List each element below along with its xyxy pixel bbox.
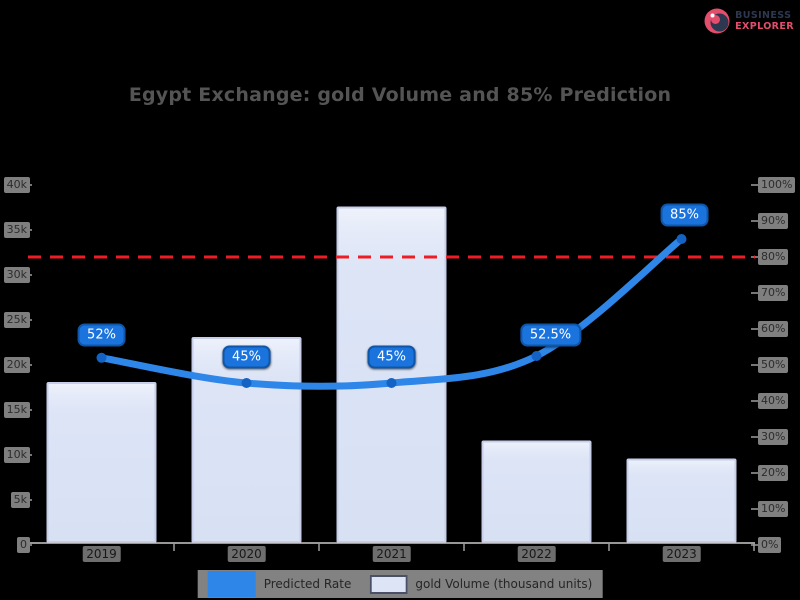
logo-text-line1: BUSINESS	[735, 10, 792, 21]
legend: Predicted Rate gold Volume (thousand unit…	[197, 570, 603, 598]
chart-title: Egypt Exchange: gold Volume and 85% Pred…	[128, 84, 672, 106]
logo-icon	[704, 8, 730, 34]
bar-2019[interactable]	[46, 382, 157, 543]
line-point-2023[interactable]	[676, 234, 687, 244]
legend-label: Predicted Rate	[263, 577, 352, 591]
legend-item-line[interactable]: Predicted Rate	[207, 571, 352, 597]
bar-2023[interactable]	[626, 458, 737, 543]
line-point-2019[interactable]	[96, 352, 107, 363]
line-point-2021[interactable]	[386, 378, 397, 388]
bar-2022[interactable]	[481, 440, 592, 543]
logo-text: BUSINESS EXPLORER	[735, 10, 794, 32]
bar-2020[interactable]	[191, 337, 302, 543]
legend-swatch	[369, 574, 408, 594]
line-point-2020[interactable]	[241, 378, 252, 388]
legend-swatch	[207, 571, 256, 597]
legend-label: gold Volume (thousand units)	[415, 577, 593, 591]
legend-item-bars[interactable]: gold Volume (thousand units)	[369, 574, 593, 594]
logo[interactable]: BUSINESS EXPLORER	[703, 7, 794, 35]
bar-2021[interactable]	[336, 206, 447, 543]
line-point-2022[interactable]	[531, 351, 542, 361]
logo-text-line2: EXPLORER	[735, 21, 794, 32]
